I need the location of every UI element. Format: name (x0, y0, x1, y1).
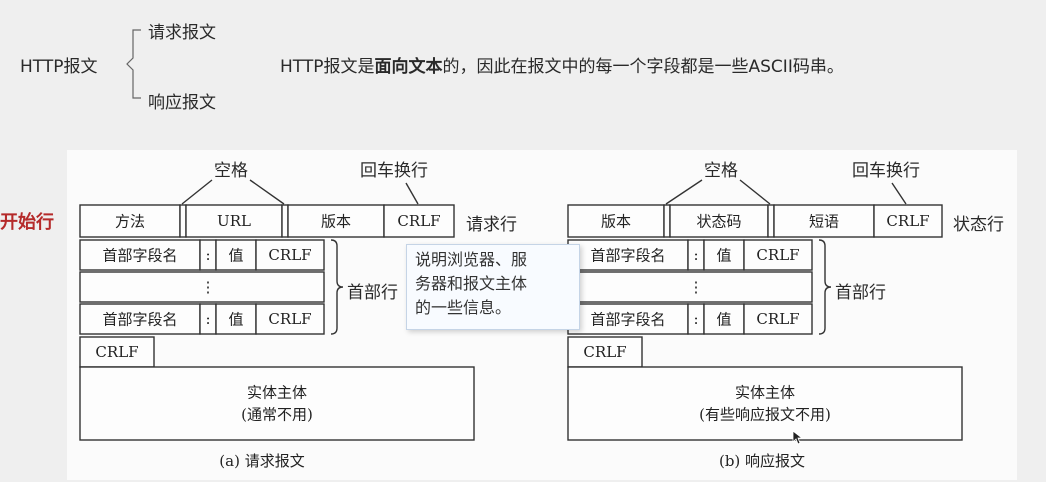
resp-start-field-status: 状态码 (696, 212, 742, 231)
req-blank-crlf (79, 336, 155, 368)
resp-start-field-crlf: CRLF (886, 212, 930, 230)
resp-field-status (669, 204, 769, 238)
header-lines-tooltip: 说明浏览器、服 务器和报文主体 的一些信息。 (406, 244, 580, 330)
statement-prefix: HTTP报文是 (280, 57, 375, 77)
branch-response: 响应报文 (148, 93, 216, 113)
resp-field-space-2 (767, 204, 775, 238)
req-label-space: 空格 (214, 161, 248, 181)
req-space-pointer (181, 179, 285, 205)
resp-header-ellipsis-text: ⋮ (688, 278, 704, 296)
req-start-field-crlf: CRLF (397, 212, 441, 230)
resp-header-field-name-1: 首部字段名 (590, 246, 666, 265)
req-crlf-pointer (405, 182, 419, 205)
req-field-crlf (383, 204, 455, 238)
req-caption: (a) 请求报文 (219, 452, 305, 470)
req-field-url (185, 204, 283, 238)
req-headers-brace (330, 239, 344, 335)
resp-headers-label: 首部行 (835, 283, 886, 303)
resp-body-title: 实体主体 (734, 383, 796, 402)
req-header-crlf-1 (255, 239, 325, 271)
start-line-label: 开始行 (0, 212, 54, 233)
req-field-space-1 (179, 204, 187, 238)
req-header-value-1 (215, 239, 257, 271)
req-label-crlf-return: 回车换行 (360, 161, 428, 181)
resp-header-crlf-2-text: CRLF (756, 310, 800, 328)
resp-field-space-1 (663, 204, 671, 238)
resp-label-crlf-return: 回车换行 (852, 161, 920, 181)
req-header-crlf-1-text: CRLF (268, 246, 312, 264)
resp-header-colon-1-text: : (693, 246, 699, 264)
resp-field-version (567, 204, 665, 238)
resp-header-colon-2-text: : (693, 310, 699, 328)
resp-body-note: (有些响应报文不用) (699, 405, 831, 424)
resp-header-value-2-text: 值 (716, 310, 732, 329)
root-label: HTTP报文 (20, 57, 98, 77)
req-header-crlf-2 (255, 303, 325, 335)
req-header-colon-1-text: : (205, 246, 211, 264)
branch-request: 请求报文 (148, 23, 216, 43)
req-header-name-2 (79, 303, 201, 335)
resp-label-space: 空格 (704, 161, 738, 181)
req-field-space-2 (281, 204, 289, 238)
resp-headers-brace (818, 239, 832, 335)
req-body-title: 实体主体 (246, 383, 308, 402)
req-field-version (287, 204, 385, 238)
resp-crlf-pointer (891, 182, 907, 205)
resp-header-field-name-2: 首部字段名 (590, 310, 666, 329)
tooltip-line-3: 的一些信息。 (415, 298, 512, 317)
req-body (79, 366, 475, 441)
req-blank-crlf-text: CRLF (95, 343, 139, 361)
resp-start-field-version: 版本 (600, 212, 632, 231)
resp-header-crlf-1-text: CRLF (756, 246, 800, 264)
resp-header-crlf-1 (743, 239, 813, 271)
req-body-note: (通常不用) (241, 405, 313, 424)
resp-body (567, 366, 963, 441)
resp-field-phrase (773, 204, 875, 238)
resp-space-pointer (665, 179, 771, 205)
req-header-colon-2-text: : (205, 310, 211, 328)
req-header-ellipsis-text: ⋮ (200, 278, 216, 296)
tree-brace (126, 29, 141, 99)
mouse-cursor-icon (792, 430, 804, 445)
resp-field-crlf (873, 204, 943, 238)
req-headers-label: 首部行 (347, 283, 398, 303)
resp-start-field-phrase: 短语 (808, 212, 840, 231)
req-header-ellipsis (79, 271, 325, 303)
req-start-field-version: 版本 (320, 212, 352, 231)
resp-start-line-name: 状态行 (953, 215, 1004, 235)
resp-caption: (b) 响应报文 (718, 452, 806, 470)
resp-header-value-2 (703, 303, 745, 335)
req-header-value-1-text: 值 (228, 246, 244, 265)
text-oriented-statement: HTTP报文是面向文本的，因此在报文中的每一个字段都是一些ASCII码串。 (280, 52, 844, 77)
req-start-line-name: 请求行 (466, 215, 517, 235)
req-header-value-2-text: 值 (228, 310, 244, 329)
statement-bold: 面向文本 (374, 57, 443, 77)
resp-header-value-1-text: 值 (716, 246, 732, 265)
req-header-crlf-2-text: CRLF (268, 310, 312, 328)
tooltip-line-1: 说明浏览器、服 (415, 250, 528, 269)
req-header-field-name-2: 首部字段名 (102, 310, 178, 329)
resp-header-name-1 (567, 239, 689, 271)
req-start-field-url: URL (217, 212, 251, 230)
req-start-field-method: 方法 (114, 212, 146, 231)
tooltip-line-2: 务器和报文主体 (415, 274, 528, 293)
resp-blank-crlf (567, 336, 643, 368)
req-header-field-name-1: 首部字段名 (102, 246, 178, 265)
req-field-method (79, 204, 181, 238)
resp-header-value-1 (703, 239, 745, 271)
resp-header-crlf-2 (743, 303, 813, 335)
resp-header-ellipsis (567, 271, 813, 303)
resp-blank-crlf-text: CRLF (583, 343, 627, 361)
statement-suffix: 的，因此在报文中的每一个字段都是一些ASCII码串。 (442, 57, 844, 77)
